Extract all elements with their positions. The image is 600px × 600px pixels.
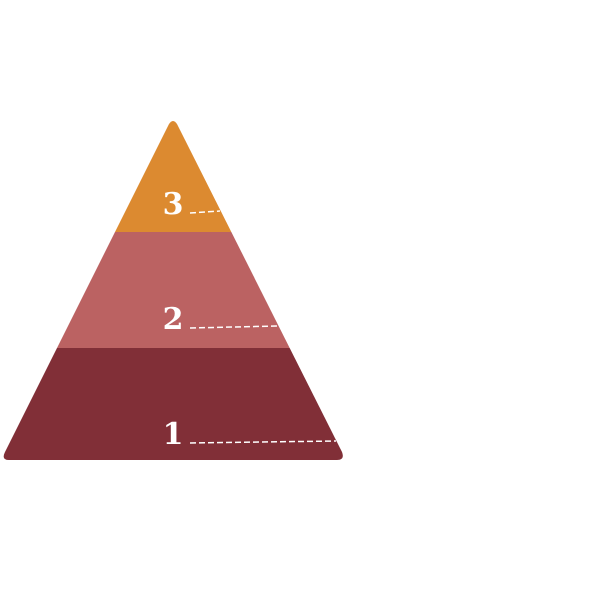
tier-1-leader-line — [189, 440, 337, 444]
tier-2-label: 2 — [163, 302, 184, 337]
tier-1-band — [3, 348, 343, 460]
tier-3-leader-line — [189, 210, 221, 214]
tier-2-leader-line — [189, 325, 279, 329]
pyramid-body — [3, 121, 343, 460]
tier-3-label: 3 — [163, 187, 184, 222]
tier-1-label: 1 — [163, 417, 184, 452]
